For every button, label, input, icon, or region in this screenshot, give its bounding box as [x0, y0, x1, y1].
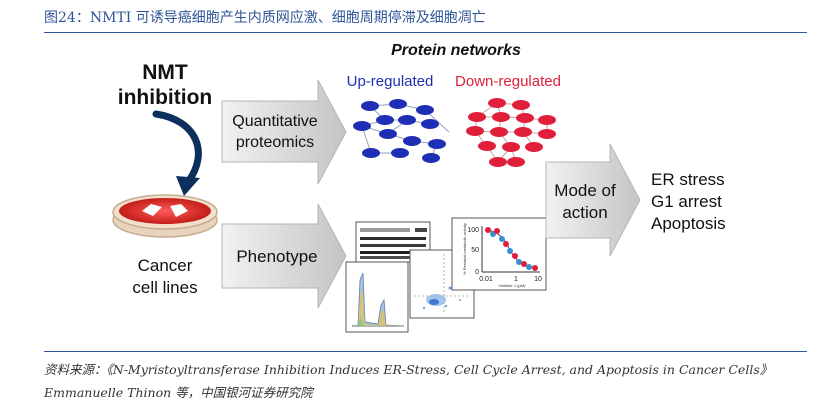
mini-xlabel: Inhibitor 1 (µM)	[499, 283, 527, 288]
mode-label-line2: action	[562, 203, 607, 222]
mini-ylabel: % Residual metabolic activity	[462, 223, 467, 275]
mini-ytick-100: 100	[467, 227, 479, 234]
mini-xtick-001: 0.01	[479, 276, 493, 283]
inhibition-curved-arrow	[152, 110, 202, 186]
cancer-label-line2: cell lines	[132, 278, 197, 297]
mode-label-line1: Mode of	[554, 181, 616, 200]
source-line-2: Emmanuelle Thinon 等，中国银河证券研究院	[44, 385, 313, 400]
proteomics-label-line1: Quantitative	[232, 113, 317, 130]
nmt-inhibition-diagram: NMT inhibition Cancer cell lines Quantit…	[112, 42, 726, 333]
top-rule	[44, 32, 807, 33]
proteomics-arrow	[221, 79, 347, 185]
mini-xtick-10: 10	[534, 276, 542, 283]
curved-arrow-head	[176, 176, 200, 196]
outcome-apoptosis: Apoptosis	[651, 214, 726, 233]
outcome-er-stress: ER stress	[651, 170, 725, 189]
mini-ytick-50: 50	[471, 247, 479, 254]
figure-title: 图24：NMTI 可诱导癌细胞产生内质网应激、细胞周期停滞及细胞凋亡	[44, 10, 486, 26]
phenotype-arrow	[221, 203, 347, 309]
nmt-label-line1: NMT	[142, 61, 188, 84]
phenotype-label: Phenotype	[236, 247, 317, 266]
bottom-rule	[44, 351, 807, 352]
mini-ytick-0: 0	[475, 269, 479, 276]
down-regulated-network	[474, 102, 548, 163]
cancer-cell-dish	[112, 194, 218, 238]
mode-of-action-arrow	[545, 143, 641, 257]
outcome-g1-arrest: G1 arrest	[651, 192, 722, 211]
up-regulated-label: Up-regulated	[347, 73, 434, 90]
nmt-label-line2: inhibition	[118, 86, 212, 109]
proteomics-label-line2: proteomics	[236, 134, 314, 151]
dose-response-plot: 100 50 0 0.01 1 10 % Residual metabolic …	[451, 217, 547, 291]
source-line-1: 资料来源：《N-Myristoyltransferase Inhibition …	[44, 362, 773, 377]
mini-xtick-1: 1	[514, 276, 518, 283]
protein-networks-title: Protein networks	[391, 42, 521, 59]
cell-cycle-histogram	[345, 261, 409, 333]
down-regulated-nodes	[466, 98, 556, 167]
up-regulated-nodes	[353, 99, 446, 163]
down-regulated-label: Down-regulated	[455, 73, 561, 90]
cancer-label-line1: Cancer	[138, 256, 193, 275]
